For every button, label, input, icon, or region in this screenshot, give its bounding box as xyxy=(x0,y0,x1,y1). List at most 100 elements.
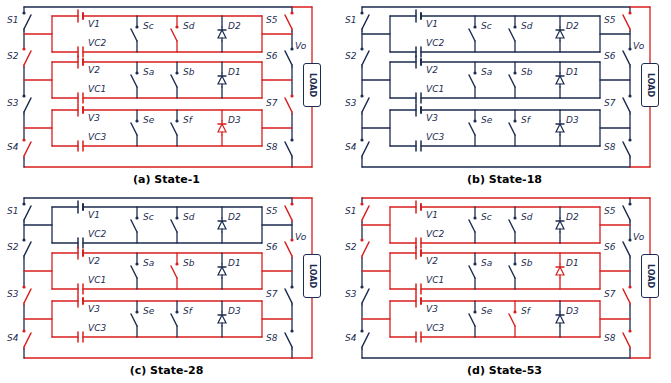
component-label: S5 xyxy=(266,15,277,26)
component-label: VC1 xyxy=(426,84,444,95)
wire xyxy=(559,41,560,52)
wire xyxy=(649,198,650,254)
wire xyxy=(421,15,600,16)
wire xyxy=(262,224,292,225)
component-label: VC3 xyxy=(426,132,444,143)
contact-dot xyxy=(22,138,25,141)
wire xyxy=(136,301,137,312)
wire xyxy=(390,300,416,301)
wire xyxy=(421,336,600,337)
wire xyxy=(136,87,137,98)
component-label: VC2 xyxy=(426,38,444,49)
wire xyxy=(649,7,650,63)
wire xyxy=(83,206,262,207)
wire xyxy=(559,229,560,232)
wire xyxy=(82,332,84,342)
contact-dot xyxy=(135,71,138,74)
wire xyxy=(415,332,417,342)
diode-symbol xyxy=(556,267,564,275)
wire xyxy=(77,295,79,307)
wire xyxy=(176,232,177,243)
contact-dot xyxy=(135,119,138,122)
contact-dot xyxy=(22,329,25,332)
wire xyxy=(390,61,416,62)
contact-dot xyxy=(175,262,178,265)
component-label: Sa xyxy=(143,67,154,78)
state-panel: (c) State-28LOADS1S5S2S6S3S7S4S8VoV1ScSd… xyxy=(4,192,329,380)
component-label: S2 xyxy=(345,51,356,62)
diode-symbol xyxy=(218,221,226,229)
wire xyxy=(623,333,630,347)
diode-symbol xyxy=(556,315,564,323)
wire xyxy=(421,206,600,207)
wire xyxy=(221,38,222,41)
wire xyxy=(600,127,630,128)
wire xyxy=(82,13,84,19)
diode-symbol xyxy=(218,76,226,84)
contact-dot xyxy=(135,216,138,219)
diode-symbol xyxy=(556,124,564,132)
wire xyxy=(131,29,137,41)
load-box: LOAD xyxy=(641,63,659,107)
contact-dot xyxy=(22,285,25,288)
wire xyxy=(362,166,630,167)
wire xyxy=(136,207,137,218)
wire xyxy=(221,121,222,124)
wire xyxy=(514,41,515,52)
contact-dot xyxy=(473,71,476,74)
wire xyxy=(514,301,515,312)
wire xyxy=(362,15,369,29)
wire xyxy=(136,110,137,121)
wire xyxy=(136,62,137,73)
contact-dot xyxy=(290,285,293,288)
contact-dot xyxy=(360,94,363,97)
panel-caption: (d) State-53 xyxy=(342,364,667,377)
wire xyxy=(221,62,222,73)
wire xyxy=(77,201,79,213)
component-label: V2 xyxy=(88,256,100,267)
wire xyxy=(474,207,475,218)
wire xyxy=(291,114,292,140)
wire xyxy=(82,59,84,65)
wire xyxy=(474,135,475,146)
wire xyxy=(390,15,416,16)
wire xyxy=(361,305,362,331)
wire xyxy=(600,79,630,80)
wire xyxy=(559,278,560,289)
wire xyxy=(420,13,422,19)
wire xyxy=(474,16,475,27)
wire xyxy=(559,207,560,218)
wire xyxy=(221,275,222,278)
wire xyxy=(362,318,390,319)
wire xyxy=(23,305,24,331)
component-label: VC3 xyxy=(426,323,444,334)
wire xyxy=(469,75,475,87)
wire xyxy=(176,16,177,27)
contact-dot xyxy=(628,94,631,97)
load-text: LOAD xyxy=(308,73,317,97)
wire xyxy=(629,67,630,96)
wire xyxy=(629,258,630,287)
wire xyxy=(474,253,475,264)
component-label: Sb xyxy=(521,258,532,269)
wire xyxy=(52,300,78,301)
wire xyxy=(630,197,650,198)
contact-dot xyxy=(22,94,25,97)
component-label: S6 xyxy=(266,51,277,62)
component-label: Se xyxy=(481,306,492,317)
wire xyxy=(291,158,292,167)
wire xyxy=(285,15,292,29)
wire xyxy=(514,326,515,337)
wire xyxy=(285,51,292,65)
wire xyxy=(415,10,417,22)
wire xyxy=(285,242,292,256)
wire xyxy=(514,110,515,121)
contact-dot xyxy=(290,138,293,141)
wire xyxy=(221,16,222,27)
contact-dot xyxy=(628,238,631,241)
wire xyxy=(630,166,650,167)
component-label: Sf xyxy=(183,306,192,317)
component-label: D3 xyxy=(228,306,241,317)
wire xyxy=(23,158,24,167)
component-label: S1 xyxy=(7,15,18,26)
